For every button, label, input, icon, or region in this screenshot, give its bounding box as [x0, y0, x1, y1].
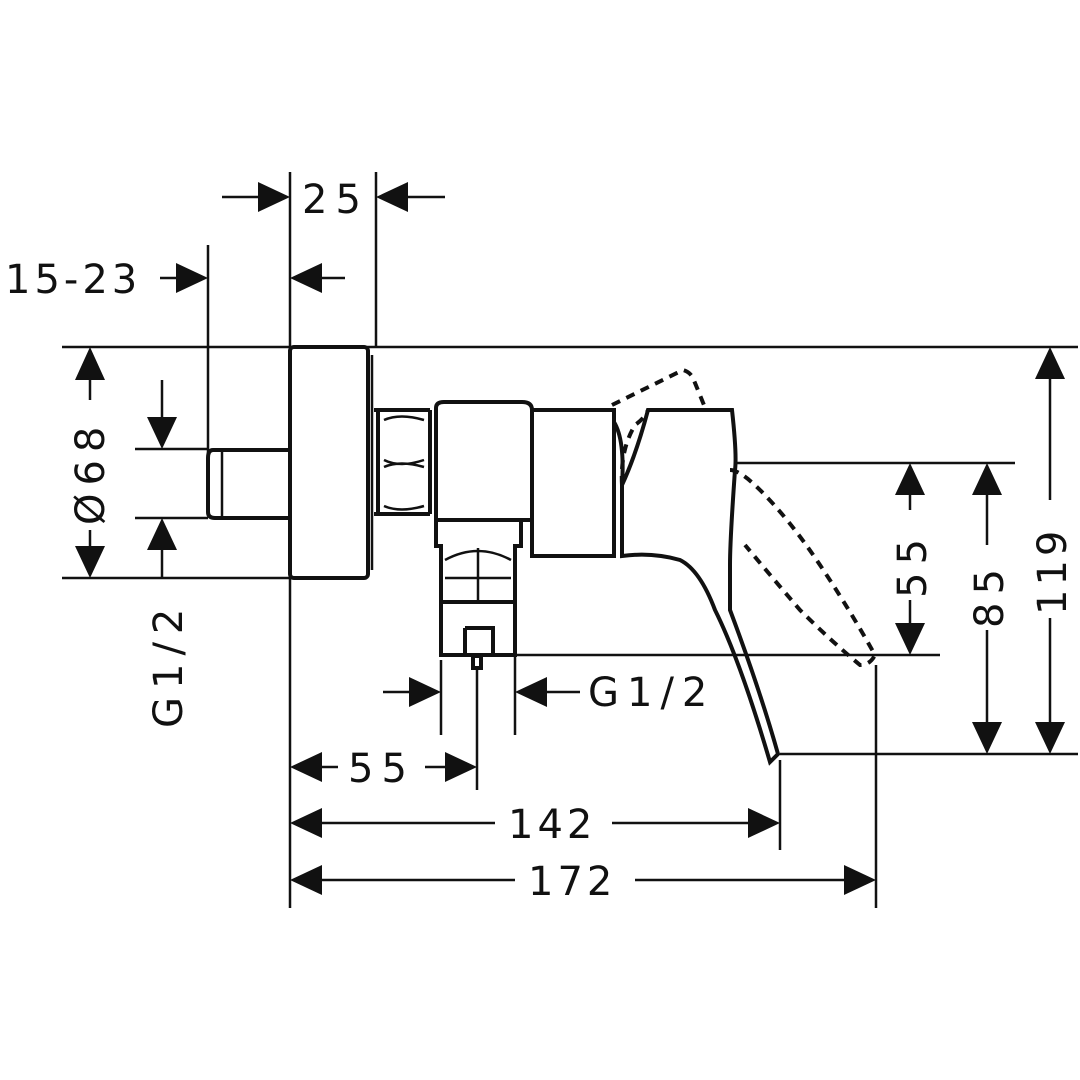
dim-label-25: 25 — [302, 177, 369, 223]
dim-label-15-23: 15-23 — [5, 257, 141, 303]
dim-label-height-55: 55 — [890, 531, 936, 598]
dim-label-outlet-offset: 55 — [348, 746, 415, 792]
faucet-body — [206, 345, 781, 766]
dim-label-172: 172 — [528, 859, 616, 905]
dim-label-142: 142 — [508, 802, 596, 848]
lever-open-position — [611, 367, 878, 668]
dim-label-rosette-diameter: Ø68 — [68, 419, 114, 525]
dimension-labels: 25 15-23 Ø68 G1/2 G1/2 55 142 172 55 85 … — [5, 177, 1076, 905]
extension-lines — [62, 172, 1078, 908]
dim-label-height-85: 85 — [967, 561, 1013, 628]
dimension-lines — [75, 182, 1065, 895]
dim-label-outlet-thread: G1/2 — [588, 670, 715, 716]
dim-label-height-119: 119 — [1030, 527, 1076, 615]
dim-label-inlet-thread: G1/2 — [146, 601, 192, 728]
